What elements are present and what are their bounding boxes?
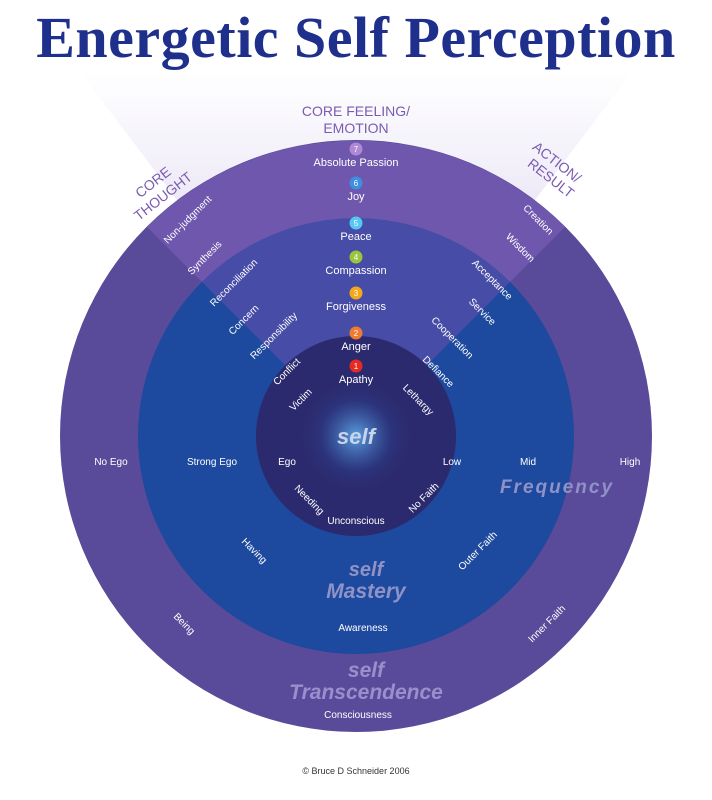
level-6-badge (349, 176, 363, 190)
header-core-feeling: CORE FEELING/ EMOTION (302, 103, 410, 136)
level-5-label: Peace (340, 231, 371, 243)
center-glow (296, 376, 416, 496)
outer-wedge (147, 140, 565, 282)
transcendence-line2: Transcendence (289, 681, 443, 704)
level-6-label: Joy (347, 191, 365, 203)
header-core-feeling-line2: EMOTION (323, 120, 388, 136)
inner-lower-label: Unconscious (327, 516, 384, 527)
level-3-number: 3 (354, 289, 359, 298)
ego-label: No Ego (94, 457, 128, 468)
ego-label: Strong Ego (187, 457, 237, 468)
frequency-label: High (620, 457, 641, 468)
self-mastery-title: self Mastery (326, 559, 407, 603)
level-7-badge (349, 142, 363, 156)
middle-lower-label: Awareness (338, 623, 387, 634)
transcendence-line1: self (348, 659, 386, 682)
ego-label: Ego (278, 457, 296, 468)
copyright-notice: © Bruce D Schneider 2006 (302, 766, 410, 776)
mastery-line1: self (349, 559, 386, 581)
level-5-number: 5 (354, 219, 359, 228)
level-2-badge (349, 326, 363, 340)
level-1-badge (349, 359, 363, 373)
horizontal-labels: No Ego Strong Ego Ego Low Mid High (94, 457, 640, 468)
page-title: Energetic Self Perception (36, 5, 676, 70)
header-core-feeling-line1: CORE FEELING/ (302, 103, 410, 119)
self-transcendence-title: self Transcendence (289, 659, 443, 704)
center-self-label: self (337, 424, 378, 449)
mastery-line2: Mastery (326, 580, 407, 603)
frequency-label: Mid (520, 457, 536, 468)
level-2-label: Anger (341, 341, 371, 353)
outer-lower-label: Consciousness (324, 710, 392, 721)
level-6-number: 6 (354, 179, 359, 188)
frequency-label: Low (443, 457, 462, 468)
level-2-number: 2 (354, 329, 359, 338)
level-1-number: 1 (354, 362, 359, 371)
level-4-badge (349, 250, 363, 264)
level-7-label: Absolute Passion (314, 157, 399, 169)
level-4-number: 4 (354, 253, 359, 262)
level-3-badge (349, 286, 363, 300)
level-7-number: 7 (354, 145, 359, 154)
level-1-label: Apathy (339, 374, 374, 386)
level-3-label: Forgiveness (326, 301, 386, 313)
frequency-title: Frequency (500, 477, 614, 498)
level-5-badge (349, 216, 363, 230)
level-4-label: Compassion (325, 265, 386, 277)
